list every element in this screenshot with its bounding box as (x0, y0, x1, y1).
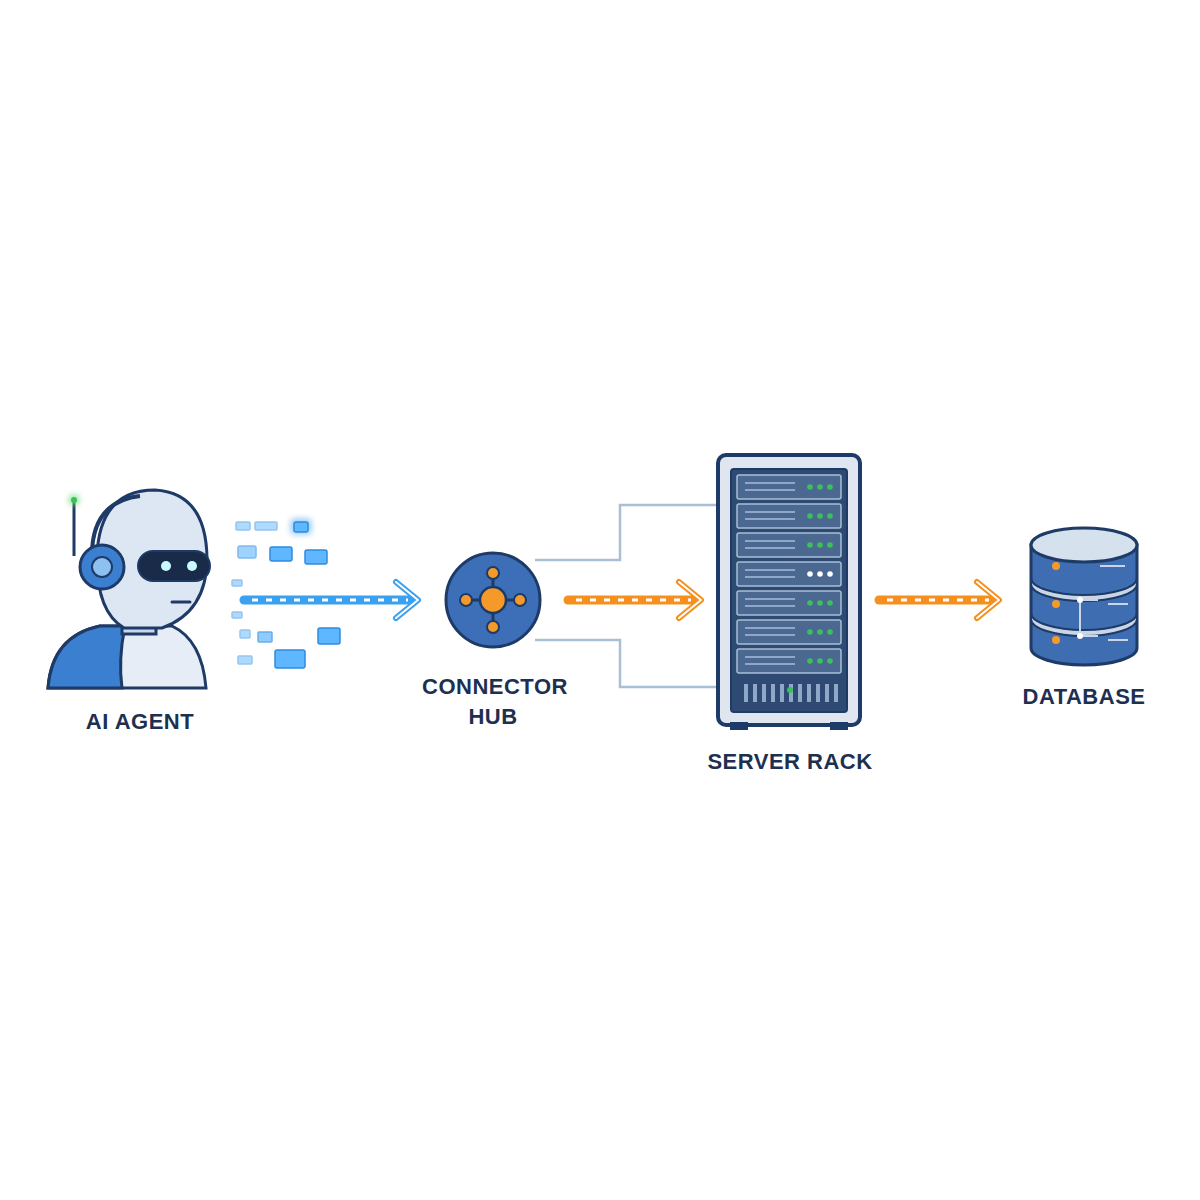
vent-slot (753, 684, 757, 702)
status-led (807, 542, 813, 548)
status-led (817, 600, 823, 606)
node-label: AI AGENT (40, 707, 240, 737)
rack-slot (745, 576, 795, 578)
rack-slot (745, 569, 795, 571)
arrow-glow (568, 589, 701, 611)
arrow-shaft (879, 596, 995, 605)
vent-slot (789, 684, 793, 702)
status-led (827, 571, 833, 577)
arrow-shaft (568, 596, 697, 605)
status-led (827, 542, 833, 548)
rack-slot (745, 547, 795, 549)
arrow-glow (879, 589, 999, 611)
status-led (827, 658, 833, 664)
rack-unit (737, 533, 841, 557)
status-led (827, 513, 833, 519)
status-led (807, 600, 813, 606)
hub-node: CONNECTOR HUB (422, 550, 564, 740)
status-led (807, 484, 813, 490)
arrow-head (679, 582, 701, 618)
node-label: DATABASE (1003, 682, 1165, 712)
arrow-shaft (244, 596, 414, 605)
vent-slot (762, 684, 766, 702)
rack-slot (745, 540, 795, 542)
database-icon (1031, 528, 1137, 665)
node-label: CONNECTOR HUB (422, 672, 564, 732)
node-label: SERVER RACK (705, 747, 875, 777)
status-led (827, 600, 833, 606)
agent-node: AI AGENT (40, 485, 240, 745)
hub-icon (446, 553, 540, 647)
robot-icon (48, 490, 210, 688)
status-led (817, 571, 823, 577)
rack-unit (737, 504, 841, 528)
rack-slot (745, 663, 795, 665)
rack-unit (737, 475, 841, 499)
vent-slot (816, 684, 820, 702)
arrow-dash (252, 599, 408, 602)
rack-slot (745, 634, 795, 636)
vent-slot (825, 684, 829, 702)
rack-slot (745, 511, 795, 513)
status-led (817, 542, 823, 548)
rack-unit (737, 620, 841, 644)
status-led (807, 658, 813, 664)
status-led (827, 629, 833, 635)
flow-arrow (879, 582, 999, 618)
flow-arrow (568, 582, 701, 618)
status-led (787, 687, 793, 693)
server-node: SERVER RACK (705, 450, 875, 785)
arrow-head (396, 582, 418, 618)
vent-slot (807, 684, 811, 702)
status-led (807, 629, 813, 635)
database-node: DATABASE (1003, 525, 1165, 720)
rack-slot (745, 489, 795, 491)
arrow-dash (887, 599, 989, 602)
rack-unit (737, 649, 841, 673)
vent-slot (834, 684, 838, 702)
rack-unit (737, 591, 841, 615)
arrow-glow (244, 589, 418, 611)
arrow-head-core (396, 582, 418, 618)
status-led (817, 513, 823, 519)
arrow-dash (576, 599, 691, 602)
server-rack-icon (718, 455, 860, 730)
rack-unit (737, 562, 841, 586)
vent-slot (744, 684, 748, 702)
vent-slot (798, 684, 802, 702)
rack-slot (745, 598, 795, 600)
rack-slot (745, 518, 795, 520)
rack-slot (745, 482, 795, 484)
arrow-head (977, 582, 999, 618)
rack-slot (745, 605, 795, 607)
arrow-head-core (977, 582, 999, 618)
status-led (827, 484, 833, 490)
status-led (817, 484, 823, 490)
status-led (817, 658, 823, 664)
rack-slot (745, 656, 795, 658)
arrow-head-core (679, 582, 701, 618)
rack-slot (745, 627, 795, 629)
wire-lines (535, 505, 716, 687)
flow-arrow (244, 582, 418, 618)
status-led (817, 629, 823, 635)
vent-slot (771, 684, 775, 702)
status-led (807, 571, 813, 577)
status-led (807, 513, 813, 519)
vent-slot (780, 684, 784, 702)
